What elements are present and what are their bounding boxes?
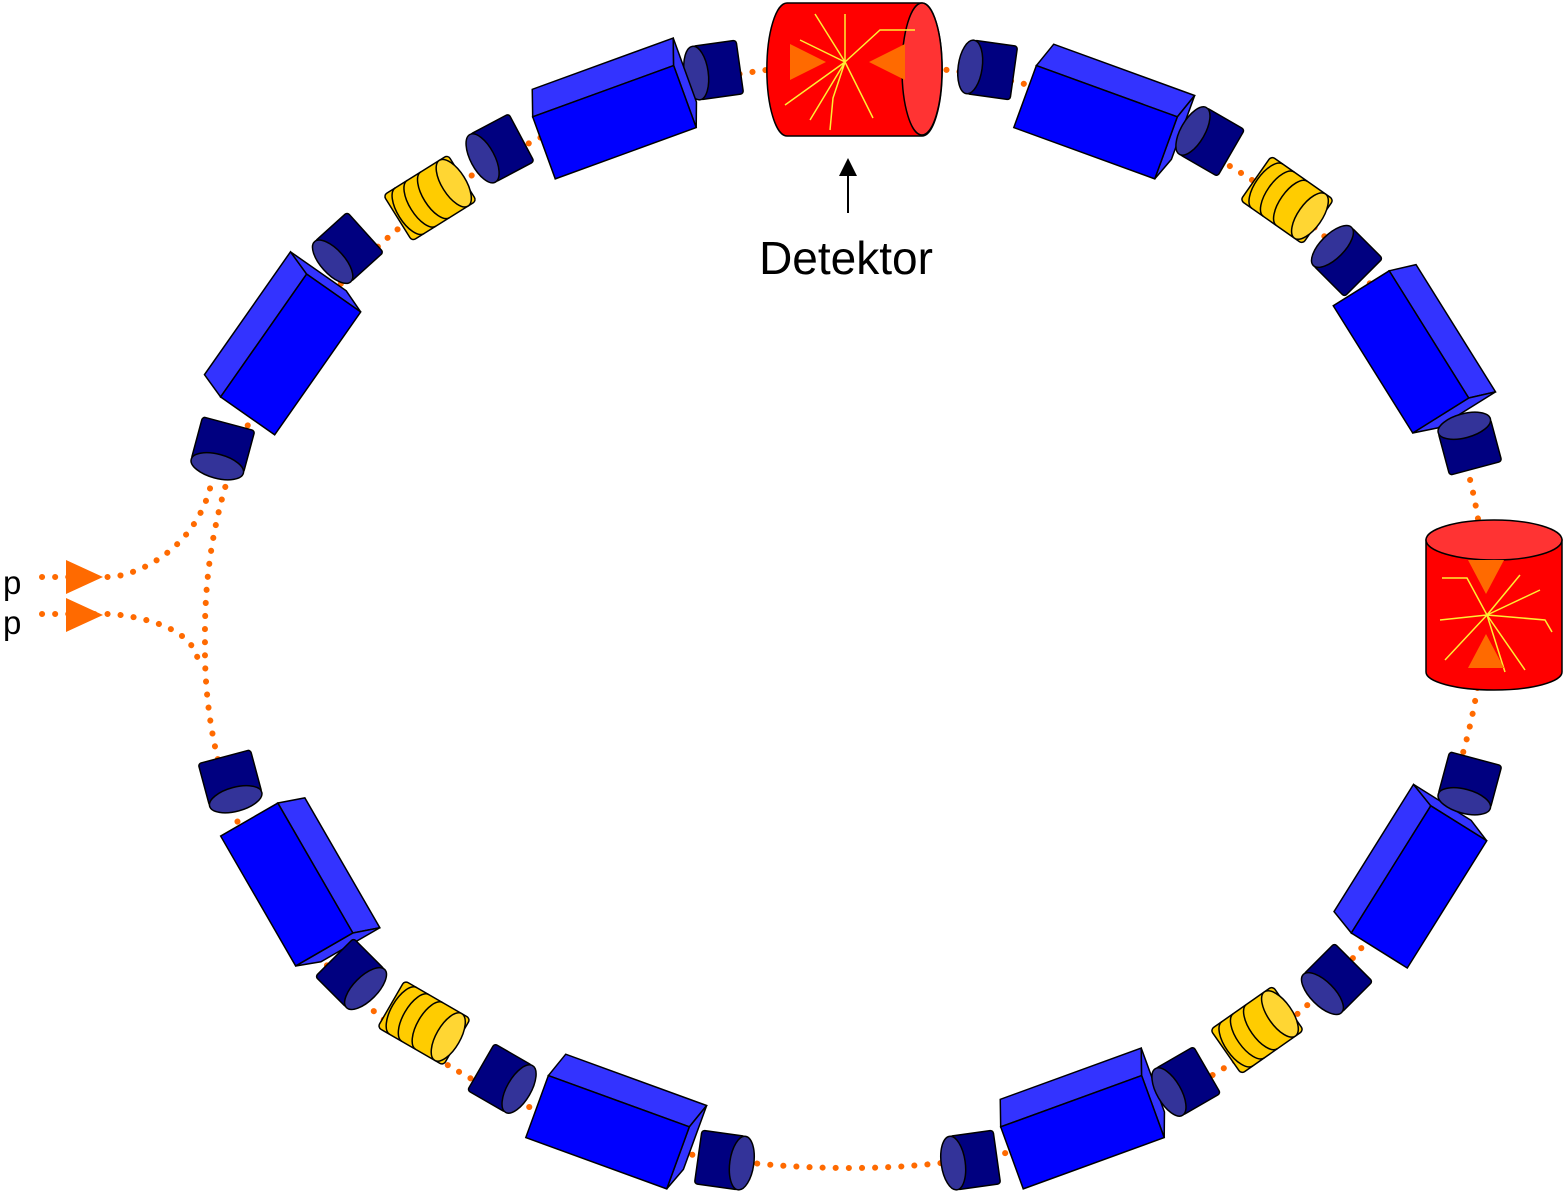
quadrupole-magnet	[197, 749, 266, 819]
dipole-magnet	[991, 1047, 1174, 1190]
proton-arrow-bottom	[66, 598, 103, 632]
detector-label: Detektor	[759, 232, 933, 284]
sextupole-magnet	[1239, 155, 1337, 246]
detector-right	[1425, 519, 1563, 691]
sextupole-magnet	[376, 979, 473, 1068]
particle-tracks	[784, 13, 915, 131]
detector-pointer-arrowhead	[839, 158, 857, 176]
injection-line-top	[39, 477, 215, 580]
dipole-magnet	[1013, 40, 1196, 183]
quadrupole-magnet	[693, 1129, 759, 1191]
quadrupole-magnet	[187, 416, 256, 486]
quadrupole-magnet	[953, 37, 1019, 101]
injection-line-bottom	[39, 611, 201, 663]
beam-arrow-up	[1468, 634, 1504, 668]
beam-arrow-left	[869, 44, 905, 80]
particle-tracks	[1439, 574, 1553, 673]
beam-arrow-right	[790, 44, 826, 80]
quadrupole-magnet	[1294, 942, 1374, 1022]
dipole-magnet	[525, 1050, 708, 1191]
sextupole-magnet	[1209, 984, 1307, 1075]
proton-arrow-top	[66, 560, 103, 594]
quadrupole-magnet	[936, 1129, 1002, 1191]
detector-top	[766, 2, 943, 137]
beam-arrow-down	[1468, 560, 1504, 594]
proton-label-top: p	[3, 564, 21, 601]
dipole-magnet	[523, 37, 706, 180]
proton-label-bottom: p	[3, 604, 21, 641]
